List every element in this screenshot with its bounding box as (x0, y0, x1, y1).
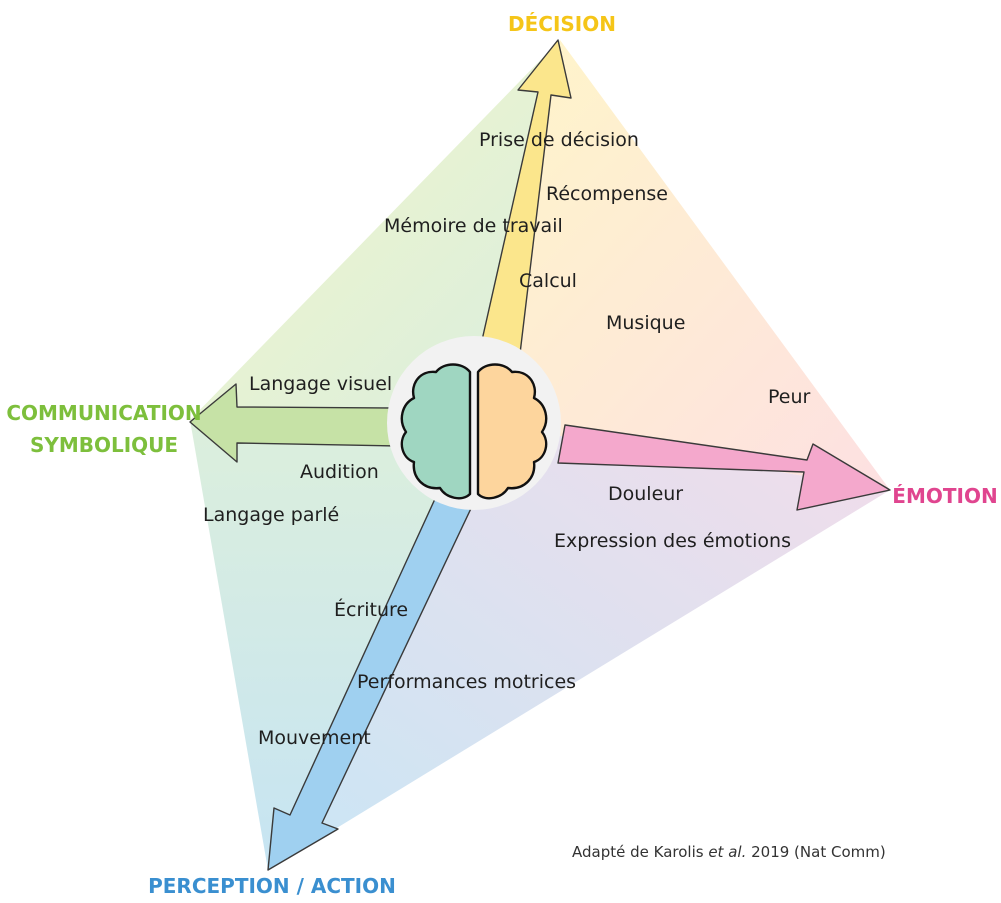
brain-right-hemisphere (476, 363, 548, 500)
arrow-perception (267, 487, 476, 871)
term-calcul: Calcul (519, 270, 577, 292)
face-decision-communication (190, 40, 560, 422)
axis-label-communication-line2: SYMBOLIQUE (30, 433, 178, 457)
face-communication-perception (190, 420, 475, 870)
term-recompense: Récompense (546, 183, 668, 205)
term-douleur: Douleur (608, 483, 683, 505)
face-decision-emotion (475, 40, 890, 490)
term-memoire-de-travail: Mémoire de travail (384, 215, 563, 237)
credit-prefix: Adapté de Karolis (572, 843, 708, 861)
term-prise-de-decision: Prise de décision (479, 129, 639, 151)
term-ecriture: Écriture (334, 598, 408, 621)
term-expression-des-emotions: Expression des émotions (554, 530, 791, 552)
credit-text: Adapté de Karolis et al. 2019 (Nat Comm) (572, 843, 886, 861)
credit-suffix: 2019 (Nat Comm) (746, 843, 885, 861)
term-langage-visuel: Langage visuel (249, 373, 392, 395)
axis-label-communication-line1: COMMUNICATION (6, 401, 201, 425)
term-langage-parle: Langage parlé (203, 504, 339, 526)
term-mouvement: Mouvement (258, 727, 371, 749)
term-audition: Audition (300, 461, 379, 483)
term-performances-motrices: Performances motrices (357, 671, 576, 693)
arrow-emotion (557, 424, 891, 511)
arrow-communication (189, 383, 399, 463)
axis-label-perception: PERCEPTION / ACTION (148, 874, 396, 898)
credit-emph: et al. (708, 843, 746, 861)
axis-label-emotion: ÉMOTION (892, 484, 997, 508)
arrow-decision (477, 39, 572, 363)
axis-label-decision: DÉCISION (508, 12, 616, 36)
term-peur: Peur (768, 386, 811, 408)
brain-icon (387, 336, 561, 510)
brain-left-hemisphere (400, 363, 472, 500)
term-musique: Musique (606, 312, 685, 334)
